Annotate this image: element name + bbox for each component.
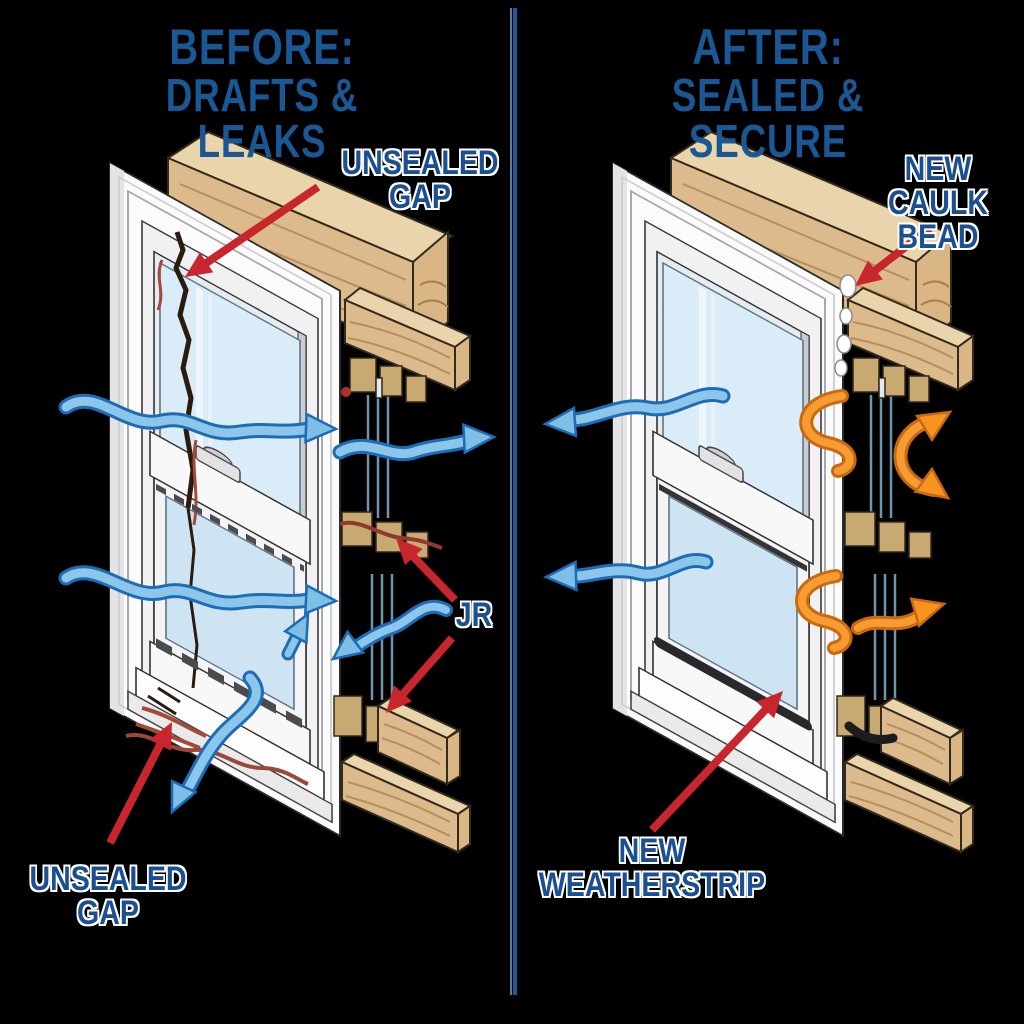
draft-arrow	[58, 393, 339, 444]
unsealed-gap-top-label: UNSEALED GAP	[341, 144, 499, 216]
new-weatherstrip-label: NEW WEATHERSTRIP	[538, 832, 766, 904]
left-old-weatherstrip	[156, 483, 304, 730]
before-title-line1: BEFORE:	[169, 19, 355, 75]
after-title-line2: SEALED & SECURE	[671, 69, 865, 167]
pointer-arrow-weatherstrip	[649, 691, 783, 833]
failed-seal-spot	[341, 387, 351, 397]
heat-exit-arrow	[851, 597, 947, 635]
pointer-arrows	[106, 183, 933, 845]
after-title-line1: AFTER:	[692, 19, 844, 75]
crack-stain	[156, 259, 198, 526]
heat-squiggle	[795, 569, 853, 655]
draft-arrows-right	[542, 387, 731, 592]
pointer-arrow-unsealed-top	[185, 183, 321, 277]
heat-double-arrow	[893, 410, 953, 500]
deflected-draft-arrow	[543, 553, 714, 592]
new-weatherstrip-strips	[654, 483, 812, 731]
deflected-draft-arrow	[542, 387, 731, 438]
new-caulk-beads	[834, 274, 898, 744]
mid-gap-label: JR	[455, 596, 493, 634]
heat-squiggle	[799, 389, 857, 478]
draft-arrow	[170, 670, 264, 815]
heat-arrows	[795, 389, 953, 655]
draft-arrows-left	[58, 393, 497, 815]
pointer-arrow-unsealed-bottom	[106, 722, 172, 845]
draft-arrow	[58, 565, 339, 616]
meeting-rail-leak	[339, 520, 443, 550]
pointer-arrow-caulk	[855, 224, 933, 286]
before-title: BEFORE: DRAFTS & LEAKS	[102, 22, 422, 164]
pointer-arrow-mid-lower	[386, 635, 456, 713]
sill-gasket	[844, 721, 898, 744]
before-title-line2: DRAFTS & LEAKS	[165, 69, 359, 167]
pointer-arrow-mid-upper	[396, 538, 458, 603]
after-title: AFTER: SEALED & SECURE	[608, 22, 928, 164]
new-caulk-bead-label: NEW CAULK BEAD	[888, 150, 988, 256]
draft-arrow	[330, 599, 453, 661]
draft-arrow	[332, 422, 497, 462]
frame-crack	[173, 231, 196, 509]
draft-arrow	[281, 611, 310, 661]
corner-crack	[147, 686, 181, 716]
unsealed-gap-bottom-label: UNSEALED GAP	[29, 860, 187, 932]
